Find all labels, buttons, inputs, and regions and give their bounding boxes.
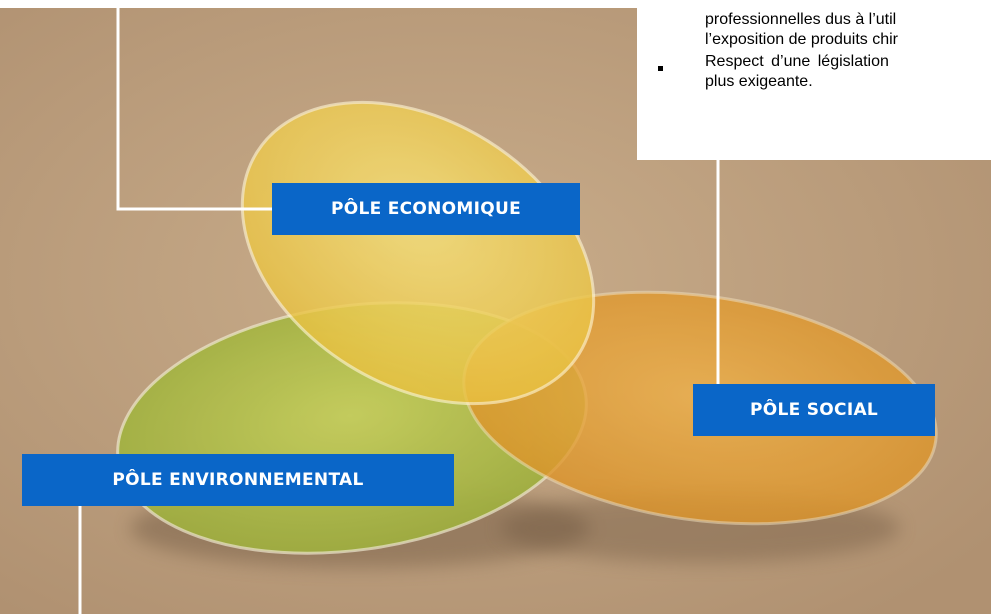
bullet-icon	[658, 66, 663, 71]
label-pole-environnemental: PÔLE ENVIRONNEMENTAL	[22, 454, 454, 506]
diagram-canvas: professionnelles dus à l’util l’expositi…	[0, 8, 991, 614]
text-line: Respect d’une législation	[705, 53, 889, 70]
label-pole-economique: PÔLE ECONOMIQUE	[272, 183, 580, 235]
text-line: professionnelles dus à l’util	[705, 11, 897, 28]
text-line: l’exposition de produits chir	[705, 31, 898, 48]
connector-economic	[116, 8, 272, 211]
text-line: plus exigeante.	[705, 73, 813, 90]
description-text-box: professionnelles dus à l’util l’expositi…	[637, 8, 991, 160]
economic-ellipse	[240, 100, 596, 406]
label-pole-social: PÔLE SOCIAL	[693, 384, 935, 436]
